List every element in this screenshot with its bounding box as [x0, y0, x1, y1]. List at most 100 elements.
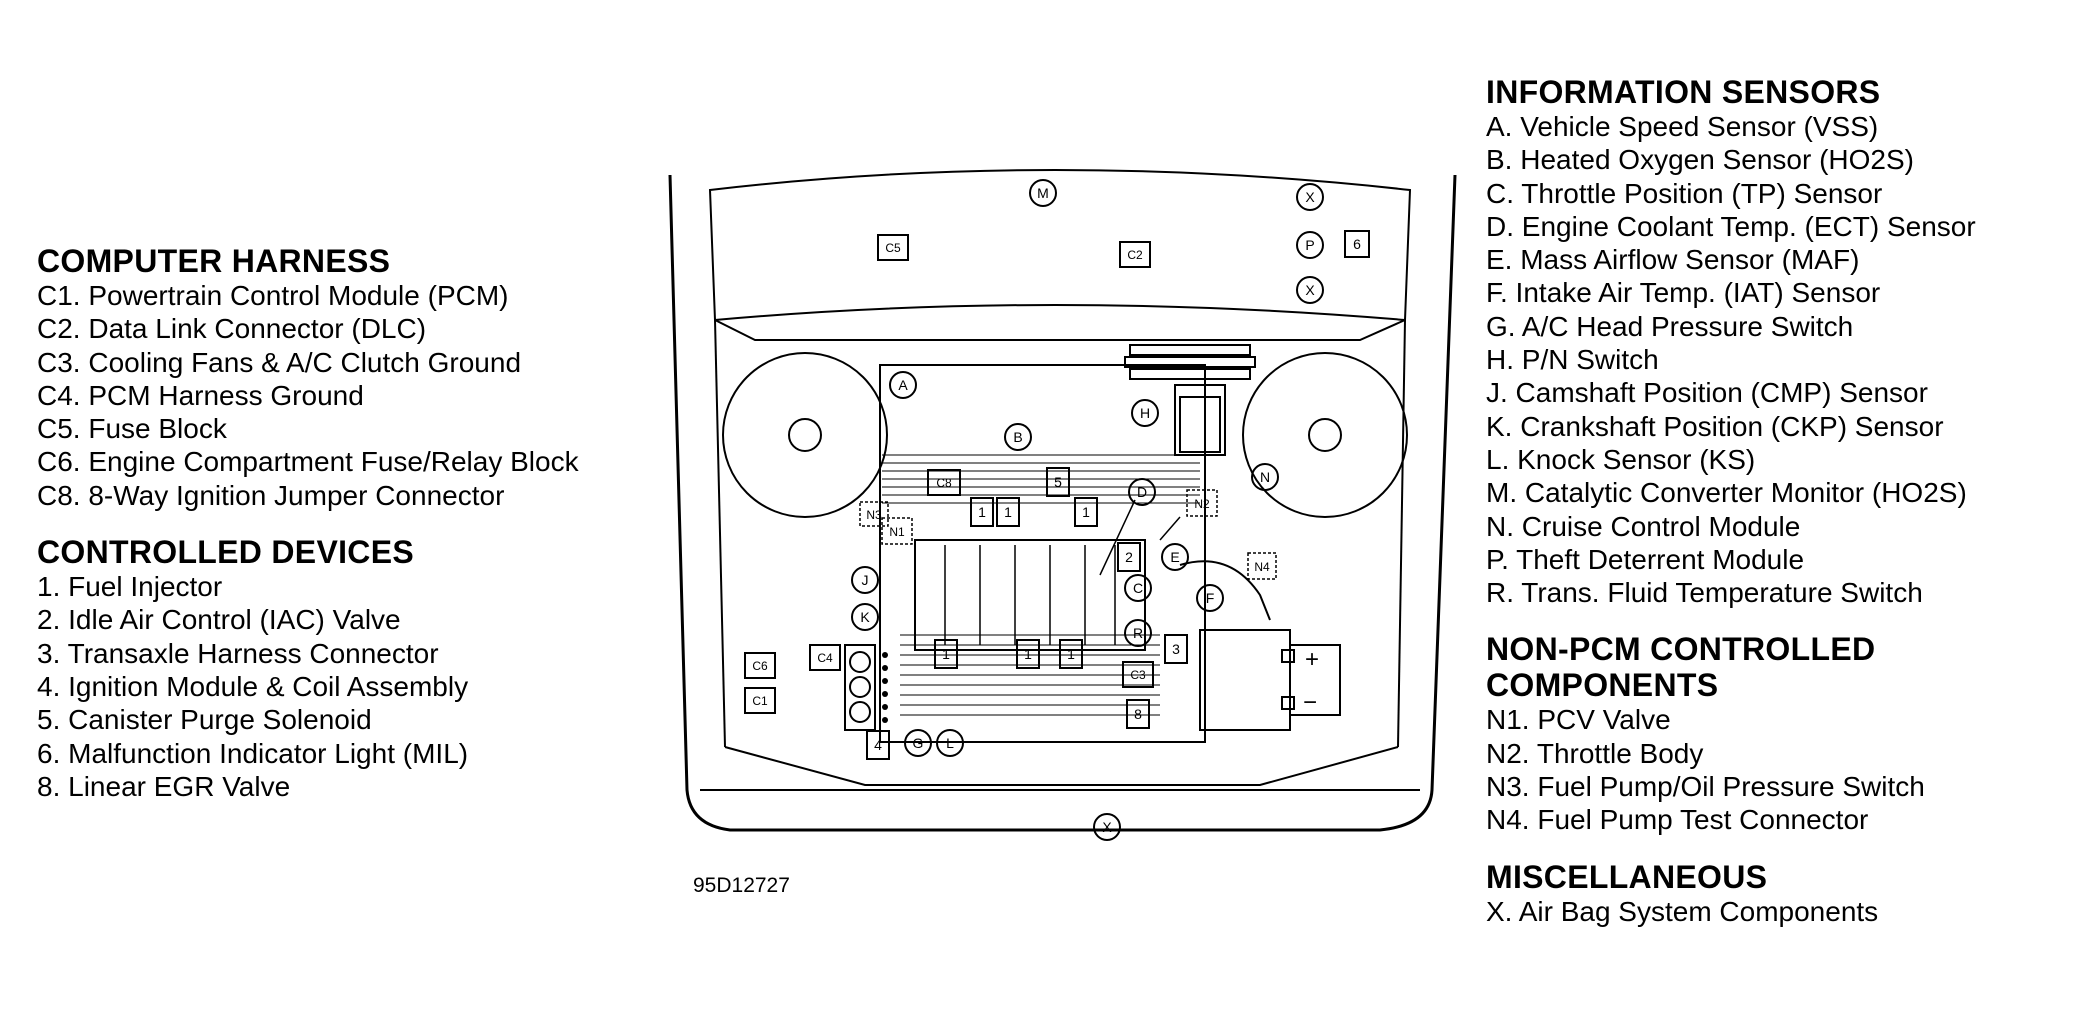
- list-item: 5. Canister Purge Solenoid: [37, 704, 372, 736]
- battery: [1199, 629, 1341, 731]
- svg-text:C8: C8: [936, 476, 952, 490]
- list-item: L. Knock Sensor (KS): [1486, 443, 1756, 475]
- box-c5: C5: [877, 234, 909, 261]
- marker-l: L: [936, 729, 964, 757]
- marker-p: P: [1296, 231, 1324, 259]
- list-item: D. Engine Coolant Temp. (ECT) Sensor: [1486, 210, 1976, 242]
- list-item: C2. Data Link Connector (DLC): [37, 313, 427, 345]
- marker-c: C: [1124, 574, 1152, 602]
- svg-text:1: 1: [1024, 646, 1032, 662]
- intake-runners: [944, 545, 1116, 645]
- marker-x-top: X: [1296, 183, 1324, 211]
- svg-text:C4: C4: [817, 651, 833, 665]
- svg-text:C3: C3: [1130, 668, 1146, 682]
- compartment-right-wall: [1397, 319, 1406, 748]
- list-item: H. P/N Switch: [1486, 344, 1659, 376]
- list-item: 8. Linear EGR Valve: [37, 770, 291, 802]
- svg-text:R: R: [1133, 625, 1143, 641]
- box-n4: N4: [1247, 552, 1277, 580]
- svg-text:P: P: [1305, 237, 1314, 253]
- list-item: C4. PCM Harness Ground: [37, 379, 364, 411]
- air-duct: [1179, 560, 1271, 621]
- svg-text:E: E: [1170, 549, 1179, 565]
- list-item: F. Intake Air Temp. (IAT) Sensor: [1486, 277, 1881, 309]
- list-item: N1. PCV Valve: [1486, 704, 1671, 736]
- box-n1: N1: [881, 517, 913, 545]
- list-item: B. Heated Oxygen Sensor (HO2S): [1486, 144, 1914, 176]
- box-1-d: 1: [934, 639, 958, 669]
- list-item: E. Mass Airflow Sensor (MAF): [1486, 244, 1860, 276]
- list-item: C5. Fuse Block: [37, 413, 227, 445]
- svg-text:1: 1: [942, 646, 950, 662]
- svg-text:D: D: [1137, 484, 1147, 500]
- information-sensors-list: A. Vehicle Speed Sensor (VSS) B. Heated …: [1486, 110, 1976, 609]
- marker-b: B: [1004, 423, 1032, 451]
- left-legend: COMPUTER HARNESS C1. Powertrain Control …: [37, 243, 579, 825]
- box-c8: C8: [927, 469, 961, 496]
- box-1-a: 1: [970, 497, 994, 527]
- list-item: M. Catalytic Converter Monitor (HO2S): [1486, 477, 1967, 509]
- svg-text:3: 3: [1172, 641, 1180, 657]
- svg-text:2: 2: [1125, 549, 1133, 565]
- svg-text:C6: C6: [752, 659, 768, 673]
- intake-manifold: [914, 539, 1146, 651]
- information-sensors-heading: INFORMATION SENSORS: [1486, 74, 1881, 110]
- cowl-lower-line: [714, 319, 1406, 341]
- engine-block: [879, 364, 1206, 743]
- box-6: 6: [1344, 230, 1370, 258]
- svg-text:6: 6: [1353, 236, 1361, 252]
- list-item: C6. Engine Compartment Fuse/Relay Block: [37, 446, 579, 478]
- box-c1: C1: [744, 687, 776, 714]
- box-2: 2: [1117, 542, 1141, 572]
- list-item: 1. Fuel Injector: [37, 571, 223, 603]
- list-item: N. Cruise Control Module: [1486, 510, 1801, 542]
- non-pcm-heading-line2: COMPONENTS: [1486, 667, 1719, 704]
- front-bumper-line: [724, 746, 1399, 786]
- svg-text:1: 1: [1004, 504, 1012, 520]
- computer-harness-heading: COMPUTER HARNESS: [37, 243, 391, 279]
- list-item: P. Theft Deterrent Module: [1486, 543, 1805, 575]
- svg-text:N2: N2: [1194, 497, 1210, 511]
- controlled-devices-section: CONTROLLED DEVICES 1. Fuel Injector 2. I…: [37, 534, 579, 803]
- battery-negative-label: −: [1303, 689, 1317, 716]
- marker-r: R: [1124, 619, 1152, 647]
- svg-text:1: 1: [978, 504, 986, 520]
- svg-text:K: K: [860, 609, 870, 625]
- non-pcm-list: N1. PCV Valve N2. Throttle Body N3. Fuel…: [1486, 703, 1976, 836]
- non-pcm-section: NON-PCM CONTROLLED COMPONENTS N1. PCV Va…: [1486, 631, 1976, 836]
- marker-n: N: [1251, 463, 1279, 491]
- marker-m: M: [1029, 179, 1057, 207]
- box-5: 5: [1046, 467, 1070, 497]
- list-item: K. Crankshaft Position (CKP) Sensor: [1486, 410, 1944, 442]
- list-item: C3. Cooling Fans & A/C Clutch Ground: [37, 346, 522, 378]
- marker-j: J: [851, 566, 879, 594]
- svg-text:F: F: [1206, 590, 1215, 606]
- svg-text:C5: C5: [885, 241, 901, 255]
- box-c3: C3: [1122, 661, 1154, 688]
- marker-f: F: [1196, 584, 1224, 612]
- box-1-e: 1: [1016, 639, 1040, 669]
- miscellaneous-heading: MISCELLANEOUS: [1486, 858, 1768, 895]
- box-1-b: 1: [996, 497, 1020, 527]
- list-item: C. Throttle Position (TP) Sensor: [1486, 177, 1883, 209]
- box-8: 8: [1126, 699, 1150, 729]
- marker-h: H: [1131, 399, 1159, 427]
- list-item: 3. Transaxle Harness Connector: [37, 637, 439, 669]
- list-item: 4. Ignition Module & Coil Assembly: [37, 670, 469, 702]
- list-item: J. Camshaft Position (CMP) Sensor: [1486, 377, 1928, 409]
- svg-text:X: X: [1102, 819, 1112, 835]
- list-item: C8. 8-Way Ignition Jumper Connector: [37, 479, 505, 511]
- air-cleaner-assembly: [1124, 344, 1256, 456]
- box-c6: C6: [744, 652, 776, 679]
- box-1-f: 1: [1059, 639, 1083, 669]
- engine-compartment-diagram: + − M X P X A B H N D E C F R J K G L X …: [668, 169, 1457, 841]
- svg-text:B: B: [1013, 429, 1022, 445]
- svg-text:8: 8: [1134, 706, 1142, 722]
- box-n3: N3: [859, 501, 889, 527]
- svg-text:H: H: [1140, 405, 1150, 421]
- svg-text:X: X: [1305, 189, 1315, 205]
- marker-e: E: [1161, 543, 1189, 571]
- box-n2: N2: [1186, 489, 1218, 517]
- svg-text:C: C: [1133, 580, 1143, 596]
- svg-text:M: M: [1037, 185, 1049, 201]
